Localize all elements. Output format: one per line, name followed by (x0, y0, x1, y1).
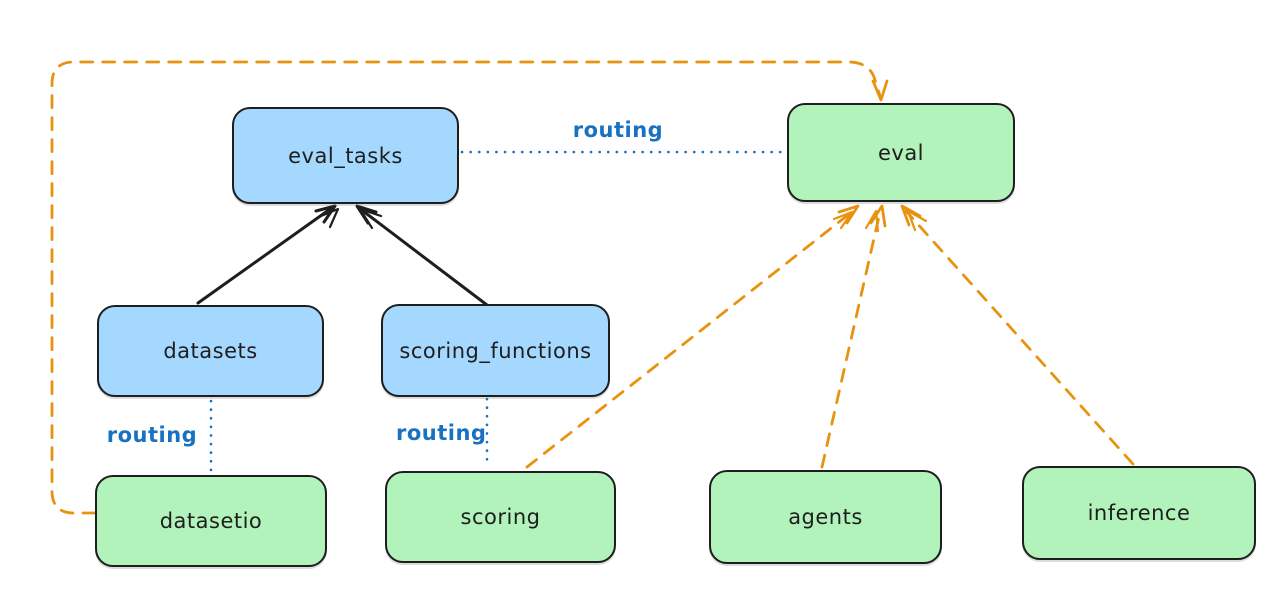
node-inference: inference (1022, 466, 1256, 560)
edge-agents-to-eval (820, 210, 882, 469)
node-eval-label: eval (877, 140, 925, 165)
node-scoring: scoring (385, 471, 616, 563)
node-scoring-label: scoring (460, 505, 541, 529)
arrowhead-scoring-to-eval-rough (832, 210, 854, 230)
arrowhead-inference-to-eval (900, 204, 922, 227)
edge-label-routing-scoring-functions-scoring: routing (396, 421, 487, 445)
node-datasetio: datasetio (95, 475, 327, 567)
arrowhead-scoring-functions-to-eval-tasks-rough (358, 207, 383, 230)
node-datasets-label: datasets (163, 339, 258, 363)
edge-label-routing-eval-tasks-eval: routing (572, 118, 664, 142)
edge-label-routing-datasets-datasetio: routing (106, 423, 198, 447)
node-eval-tasks-label: eval_tasks (288, 143, 403, 168)
node-inference-label: inference (1087, 501, 1191, 525)
arrowhead-datasetio-to-eval (871, 79, 889, 102)
arrowhead-scoring-to-eval (837, 204, 860, 225)
arrowhead-scoring-functions-to-eval-tasks (355, 204, 378, 225)
arrowhead-agents-to-eval (869, 204, 887, 228)
arrowhead-inference-to-eval-rough (906, 209, 928, 232)
arrowhead-datasets-to-eval-tasks (314, 204, 337, 224)
arrowhead-datasets-to-eval-tasks-rough (319, 207, 340, 229)
node-eval-tasks: eval_tasks (232, 107, 459, 204)
node-agents: agents (709, 470, 942, 564)
node-scoring-functions-label: scoring_functions (399, 338, 592, 363)
edge-datasets-to-eval-tasks (196, 205, 335, 305)
node-datasetio-label: datasetio (159, 509, 263, 533)
edge-scoring-functions-to-eval-tasks (357, 206, 489, 307)
node-scoring-functions: scoring_functions (381, 304, 610, 397)
arrowhead-agents-to-eval-rough (864, 209, 880, 233)
node-datasets: datasets (97, 305, 324, 397)
edge-inference-to-eval (904, 209, 1135, 466)
node-agents-label: agents (788, 505, 863, 529)
node-eval: eval (787, 103, 1015, 202)
